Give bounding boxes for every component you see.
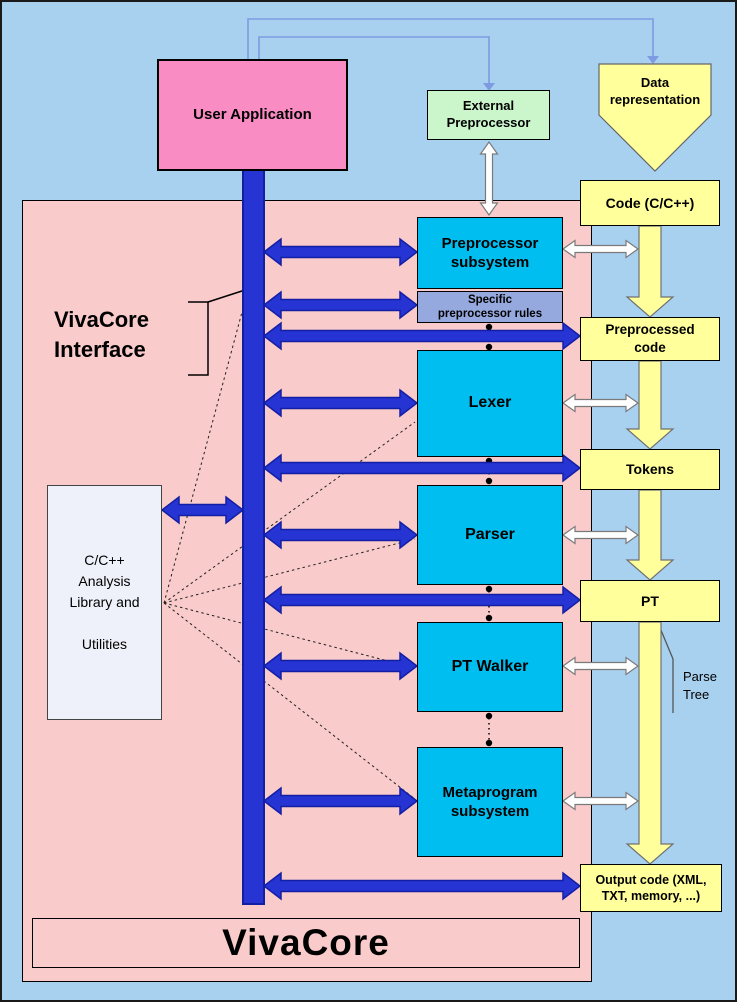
flow-arrow-code-to-preprocessed	[625, 225, 675, 318]
node-analysis-library: C/C++ Analysis Library and Utilities	[47, 485, 162, 720]
node-preprocessed-code: Preprocessed code	[580, 317, 720, 361]
node-specific-preprocessor-rules: Specific preprocessor rules	[417, 291, 563, 323]
parse-tree-label: Parse Tree	[683, 669, 717, 702]
node-code: Code (C/C++)	[580, 180, 720, 226]
node-metaprogram-subsystem: Metaprogram subsystem	[417, 747, 563, 857]
node-pt: PT	[580, 580, 720, 622]
user-app-to-data-representation-line	[247, 18, 654, 59]
node-parser: Parser	[417, 485, 563, 585]
node-output-code: Output code (XML, TXT, memory, ...)	[580, 864, 722, 912]
node-pt-walker: PT Walker	[417, 622, 563, 712]
vivacore-title: VivaCore	[222, 922, 390, 963]
flow-arrow-pt-to-output	[625, 621, 675, 865]
node-preprocessor-subsystem: Preprocessor subsystem	[417, 217, 563, 289]
flow-arrow-preprocessed-to-tokens	[625, 360, 675, 450]
line-arrowhead-down	[647, 56, 659, 64]
node-data-representation: Data representation	[609, 75, 701, 107]
flow-arrow-tokens-to-pt	[625, 489, 675, 581]
vivacore-title-bar: VivaCore	[32, 918, 580, 968]
parse-tree-bracket	[657, 622, 674, 713]
node-lexer: Lexer	[417, 350, 563, 457]
node-tokens: Tokens	[580, 449, 720, 490]
vivacore-interface-label: VivaCore Interface	[54, 307, 149, 362]
node-external-preprocessor: External Preprocessor	[427, 90, 550, 140]
node-user-application: User Application	[157, 59, 348, 171]
